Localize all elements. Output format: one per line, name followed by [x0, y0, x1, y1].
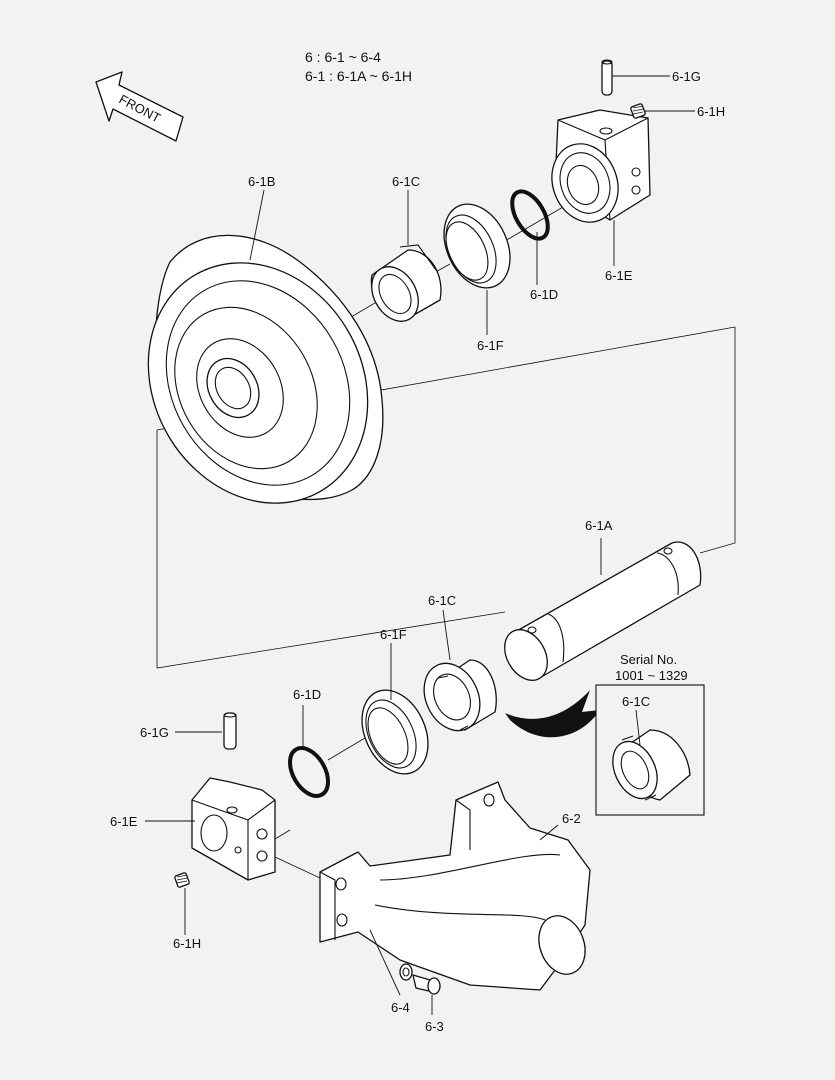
label-6-1G-bottom: 6-1G — [140, 725, 169, 740]
yoke — [319, 781, 591, 991]
label-6-2: 6-2 — [562, 811, 581, 826]
bushing-middle — [423, 659, 497, 732]
label-6-1E-bottom: 6-1E — [110, 814, 138, 829]
bracket-lower — [191, 777, 276, 881]
label-6-1H-bottom: 6-1H — [173, 936, 201, 951]
front-arrow: FRONT — [95, 71, 184, 142]
pin-upper — [601, 59, 613, 96]
o-ring-lower — [288, 746, 330, 798]
bolt — [412, 974, 441, 995]
label-leaders — [145, 75, 695, 1015]
label-6-3: 6-3 — [425, 1019, 444, 1034]
bushing-upper — [370, 244, 442, 322]
inset-title-line-2: 1001 ~ 1329 — [615, 668, 688, 683]
header-line-1: 6 : 6-1 ~ 6-4 — [305, 49, 381, 65]
pin-lower — [223, 712, 237, 750]
inset-title-line-1: Serial No. — [620, 652, 677, 667]
label-6-1A: 6-1A — [585, 518, 613, 533]
arrow-left-icon — [95, 71, 184, 142]
o-ring-upper — [510, 189, 550, 241]
label-6-1G-top: 6-1G — [672, 69, 701, 84]
label-6-1H-top: 6-1H — [697, 104, 725, 119]
plug-lower — [174, 872, 190, 888]
label-6-1E-top: 6-1E — [605, 268, 633, 283]
label-6-1D-bottom: 6-1D — [293, 687, 321, 702]
shaft — [504, 541, 702, 681]
seal-middle — [361, 689, 429, 775]
label-6-1C-top: 6-1C — [392, 174, 420, 189]
label-6-1D-top: 6-1D — [530, 287, 558, 302]
label-6-1F-middle: 6-1F — [380, 627, 407, 642]
label-6-1B: 6-1B — [248, 174, 275, 189]
label-6-1C-inset: 6-1C — [622, 694, 650, 709]
label-6-1C-middle: 6-1C — [428, 593, 456, 608]
label-6-1F-top: 6-1F — [477, 338, 504, 353]
header-line-2: 6-1 : 6-1A ~ 6-1H — [305, 68, 412, 84]
seal-upper — [443, 203, 511, 289]
plug-upper — [630, 103, 646, 119]
inset-box — [595, 684, 705, 816]
bracket-upper — [551, 109, 651, 223]
washer — [399, 963, 413, 981]
inset-pointer-arrow — [505, 690, 600, 738]
idler-wheel — [147, 234, 384, 504]
label-6-4: 6-4 — [391, 1000, 410, 1015]
